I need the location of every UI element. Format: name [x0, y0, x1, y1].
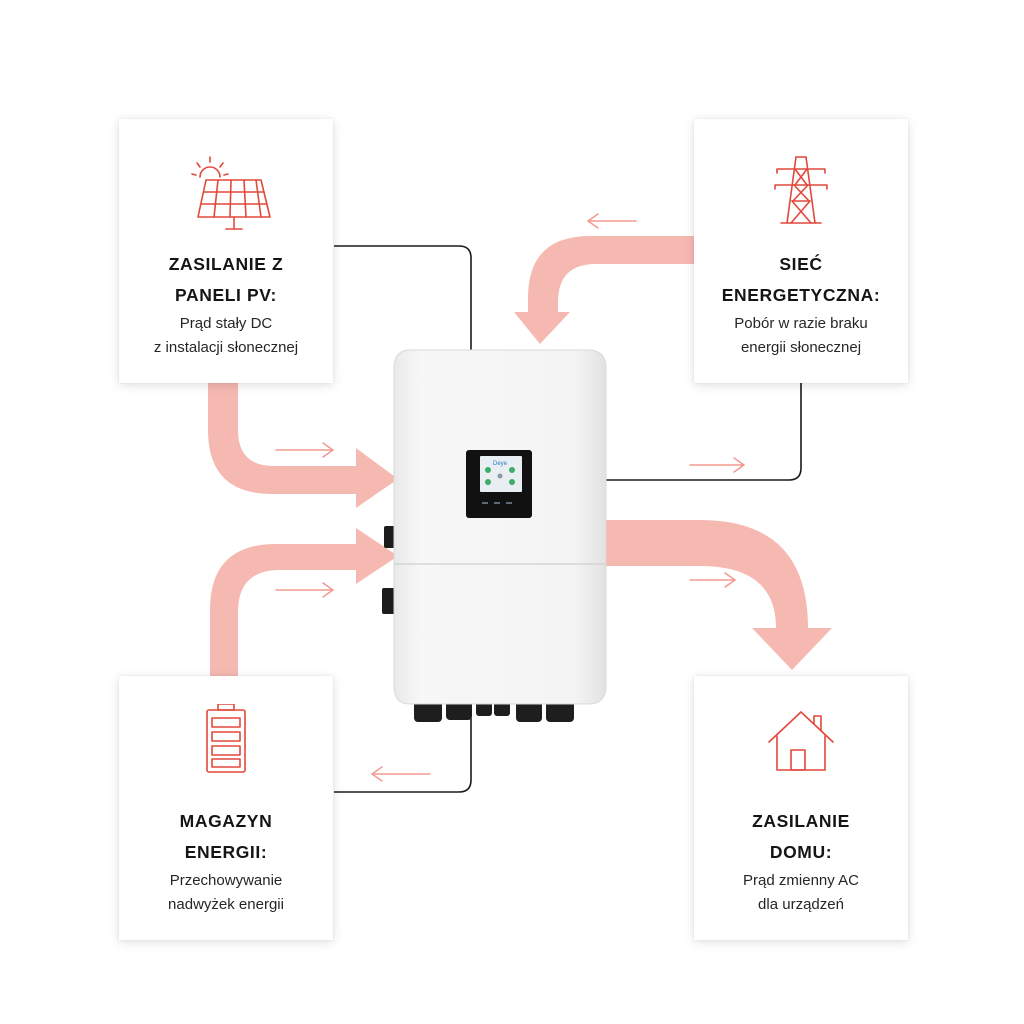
battery-desc-line-1: Przechowywanie: [169, 872, 283, 889]
home-title-line-1: ZASILANIE: [752, 811, 850, 831]
pv-direction-arrow: [275, 442, 334, 458]
battery-charge-direction-arrow: [371, 766, 431, 782]
grid-connection-line: [605, 382, 802, 481]
grid-title-line-1: SIEĆ: [779, 254, 823, 274]
home-card: ZASILANIE DOMU: Prąd zmienny AC dla urzą…: [694, 676, 908, 940]
connection-lines: [334, 245, 802, 793]
battery-desc-line-2: nadwyżek energii: [168, 896, 284, 913]
battery-direction-arrow: [275, 582, 334, 598]
pv-card-title: ZASILANIE Z PANELI PV:: [119, 249, 333, 311]
pv-flow-arrow: [208, 382, 398, 508]
pv-desc-line-2: z instalacji słonecznej: [153, 339, 299, 356]
grid-card: SIEĆ ENERGETYCZNA: Pobór w razie braku e…: [694, 119, 908, 383]
pv-connection-line: [334, 245, 472, 352]
battery-title-line-2: ENERGII:: [184, 842, 268, 862]
home-desc-line-1: Prąd zmienny AC: [743, 872, 859, 889]
grid-flow-arrow: [514, 236, 694, 344]
grid-card-title: SIEĆ ENERGETYCZNA:: [694, 249, 908, 311]
pv-card: ZASILANIE Z PANELI PV: Prąd stały DC z i…: [119, 119, 333, 383]
pv-title-line-2: PANELI PV:: [175, 285, 277, 305]
battery-card: MAGAZYN ENERGII: Przechowywanie nadwyżek…: [119, 676, 333, 940]
battery-title-line-1: MAGAZYN: [179, 811, 273, 831]
home-card-title: ZASILANIE DOMU:: [694, 806, 908, 868]
direction-arrows: [275, 213, 745, 782]
grid-title-line-2: ENERGETYCZNA:: [721, 285, 881, 305]
battery-connection-line: [334, 718, 472, 793]
grid-card-description: Pobór w razie braku energii słonecznej: [694, 312, 908, 360]
power-tower-icon: [694, 147, 908, 237]
flow-arrows: [208, 236, 832, 676]
grid-desc-line-2: energii słonecznej: [740, 339, 862, 356]
house-icon: [694, 704, 908, 794]
battery-card-title: MAGAZYN ENERGII:: [119, 806, 333, 868]
grid-desc-line-1: Pobór w razie braku: [734, 315, 868, 332]
grid-export-direction-arrow: [689, 457, 745, 473]
battery-icon: [119, 704, 333, 794]
home-card-description: Prąd zmienny AC dla urządzeń: [694, 869, 908, 917]
pv-card-description: Prąd stały DC z instalacji słonecznej: [119, 312, 333, 360]
home-direction-arrow: [689, 572, 736, 588]
pv-title-line-1: ZASILANIE Z: [168, 254, 284, 274]
home-flow-arrow: [604, 520, 832, 670]
pv-desc-line-1: Prąd stały DC: [179, 315, 273, 332]
battery-flow-arrow: [210, 528, 398, 676]
home-title-line-2: DOMU:: [769, 842, 833, 862]
hybrid-inverter-icon: Deye: [382, 349, 607, 722]
battery-card-description: Przechowywanie nadwyżek energii: [119, 869, 333, 917]
solar-panel-icon: [119, 147, 333, 237]
home-desc-line-2: dla urządzeń: [758, 896, 844, 913]
inverter-screen-logo: Deye: [493, 461, 508, 467]
grid-direction-arrow: [587, 213, 637, 229]
